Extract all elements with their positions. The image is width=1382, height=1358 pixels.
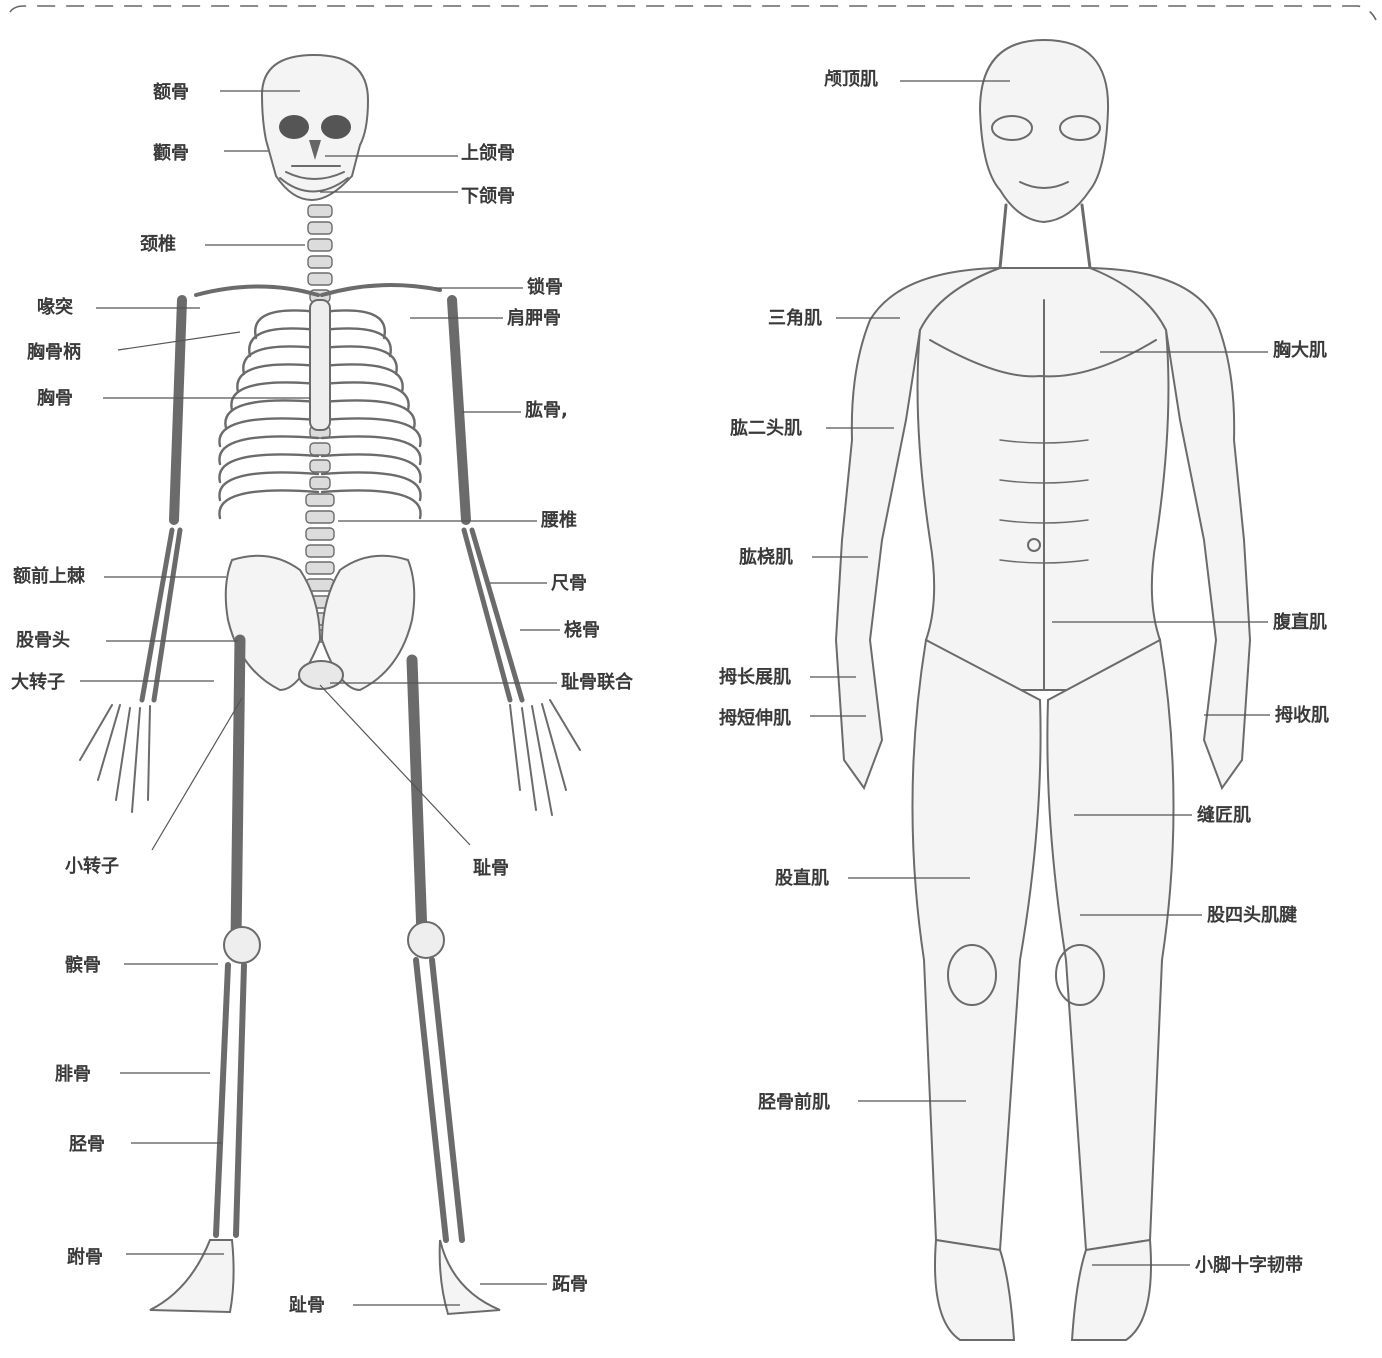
radius-label: 桡骨 [564,620,600,642]
cruciate-ligament-label: 小脚十字韧带 [1195,1255,1303,1277]
vertebra [310,443,330,455]
ulna-label: 尺骨 [551,573,587,595]
biceps-label: 肱二头肌 [730,418,802,440]
fibula-label: 腓骨 [55,1064,91,1086]
vertebra [306,545,334,557]
humerus-label: 肱骨, [525,400,568,422]
right-clavicle [322,285,440,295]
left-eye-socket [279,115,309,139]
right-eye-socket [321,115,351,139]
left-lower-leg [216,965,244,1235]
manubrium-label: 胸骨柄 [27,342,81,364]
asis-label: 额前上棘 [13,566,85,588]
head [980,40,1108,222]
right-lower-leg [416,960,462,1240]
tarsal-label: 跗骨 [67,1247,103,1269]
pectoralis-label: 胸大肌 [1273,340,1327,362]
dashed-border [10,6,1376,20]
left-forearm [142,530,180,700]
left-clavicle [196,287,318,296]
right-forearm [464,530,522,700]
pubis-label: 耻骨 [473,858,509,880]
epicranius-label: 颅顶肌 [824,69,878,91]
lesser-trochanter-leader [152,698,242,850]
right-femur [412,660,422,935]
left-hand [80,705,150,812]
metatarsal-label: 跖骨 [552,1274,588,1296]
vertebra [310,477,330,489]
tibialis-anterior-label: 胫骨前肌 [758,1092,830,1114]
rib-right [322,346,397,374]
patella-label: 髌骨 [65,955,101,977]
left-foot [150,1240,234,1312]
pubic-symphysis-label: 耻骨联合 [561,672,633,694]
vertebra [306,494,334,506]
rib-left [237,364,318,392]
sartorius-label: 缝匠肌 [1197,805,1251,827]
right-hand [510,700,580,815]
vertebra [308,256,332,268]
rectus-abdominis-label: 腹直肌 [1273,612,1327,634]
rib-right [322,310,385,338]
rib-right [322,364,403,392]
extensor-pollicis-brevis-label: 拇短伸肌 [719,708,791,730]
muscle-figure [836,40,1250,1340]
quadriceps-tendon-label: 股四头肌腱 [1207,905,1297,927]
vertebra [310,460,330,472]
coracoid-label: 喙突 [37,297,73,319]
vertebra [306,511,334,523]
femoral-head-label: 股骨头 [16,630,70,652]
rib-left [219,490,318,518]
abductor-pollicis-longus-label: 拇长展肌 [719,667,791,689]
rectus-femoris-label: 股直肌 [775,868,829,890]
vertebra [308,273,332,285]
scapula-label: 肩胛骨 [507,308,561,330]
rib-right [322,490,421,518]
mandible-label: 下颌骨 [461,186,515,208]
vertebra [308,222,332,234]
right-foot [1072,1240,1151,1340]
vertebra [306,528,334,540]
vertebra [308,205,332,217]
left-foot [935,1240,1014,1340]
left-humerus [174,300,182,520]
right-foot [440,1240,500,1314]
frontal-label: 额骨 [153,82,189,104]
right-leg [1047,640,1173,1250]
right-knee [408,922,444,958]
rib-right [322,328,391,356]
phalanges-label: 趾骨 [289,1295,325,1317]
sternum-label: 胸骨 [37,388,73,410]
brachioradialis-label: 肱桡肌 [739,547,793,569]
vertebra [306,562,334,574]
maxilla-label: 上颌骨 [461,143,515,165]
adductor-pollicis-label: 拇收肌 [1275,705,1329,727]
pubis-leader [320,685,470,845]
rib-left [243,346,318,374]
deltoid-label: 三角肌 [768,308,822,330]
lesser-trochanter-label: 小转子 [65,856,119,878]
left-knee [224,927,260,963]
pubic-bone [299,661,343,689]
greater-trochanter-label: 大转子 [11,672,65,694]
left-femur [236,640,240,940]
right-humerus [452,300,466,520]
cervical-label: 颈椎 [140,234,176,256]
zygomatic-label: 颧骨 [153,143,189,165]
tibia-label: 胫骨 [69,1134,105,1156]
clavicle-label: 锁骨 [527,277,563,299]
rib-left [249,328,318,356]
vertebra [308,239,332,251]
rib-left [255,310,318,338]
lumbar-label: 腰椎 [541,510,577,532]
sternum-bone [310,300,330,430]
